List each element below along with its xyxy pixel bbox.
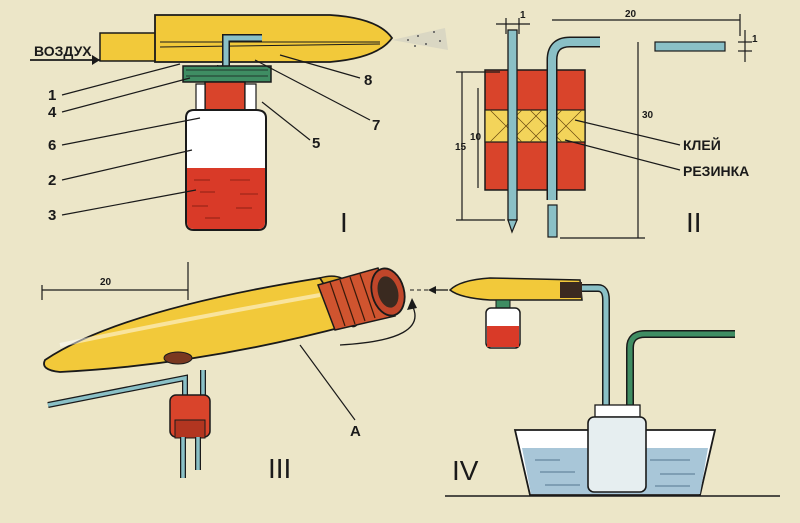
dim-inner-height: 10: [470, 132, 482, 143]
figure-4-numeral: IV: [452, 455, 479, 486]
fig3-threaded-insert: [317, 267, 406, 331]
callout-4: 4: [48, 104, 57, 121]
callout-7: 7: [372, 117, 380, 134]
fig4-jar: [587, 404, 647, 493]
fig3-length-dim: 20: [100, 277, 112, 288]
part-a-label: A: [350, 423, 361, 440]
callout-1: 1: [48, 87, 56, 104]
callout-8: 8: [364, 72, 372, 89]
fig3-side-tube: [47, 370, 211, 478]
dim-left-height: 15: [455, 142, 467, 153]
dim-right-height: 30: [642, 110, 654, 121]
fig4-tubes: [582, 284, 735, 470]
fig1-leader-lines: [61, 54, 371, 216]
short-tube-piece: [654, 41, 726, 52]
bottle-with-liquid: [185, 109, 267, 231]
figure-1-numeral: I: [340, 207, 348, 238]
fig3-insert-arrow: [339, 289, 428, 346]
callout-5: 5: [312, 135, 320, 152]
dim-right-small: 1: [752, 34, 758, 45]
fig2-dimension-lines: [456, 14, 752, 239]
figure-3-assembly: 20: [41, 262, 428, 484]
fig3-dimension: [41, 262, 189, 300]
fig4-small-sprayer: [448, 277, 583, 349]
figure-3-numeral: III: [268, 453, 291, 484]
part-a-leader: [299, 344, 356, 421]
bent-tube: [546, 36, 600, 238]
sprayer-body: [99, 14, 394, 63]
figure-2-numeral: II: [686, 207, 702, 238]
dim-top-width: 20: [625, 9, 637, 20]
dim-top-small: 1: [520, 10, 526, 21]
air-arrow: [30, 55, 100, 65]
rubber-label: РЕЗИНКА: [683, 163, 749, 179]
callout-2: 2: [48, 172, 56, 189]
figure-1-sprayer-cross-section: ВОЗДУХ: [30, 14, 448, 238]
glue-label: КЛЕЙ: [683, 136, 721, 153]
fig2-label-leaders: [564, 119, 681, 171]
figure-2-tube-block: 1 20 1 15 10 30 КЛЕЙ РЕЗИНКА II: [455, 9, 758, 239]
spray-mist: [392, 28, 448, 50]
callout-6: 6: [48, 137, 56, 154]
straight-tube: [507, 29, 518, 234]
fig4-arrow: [428, 286, 448, 294]
figure-4-setup: IV: [428, 277, 780, 497]
callout-3: 3: [48, 207, 56, 224]
cap-green: [182, 65, 272, 83]
air-label: ВОЗДУХ: [34, 43, 92, 59]
bottle-stopper: [204, 81, 246, 111]
